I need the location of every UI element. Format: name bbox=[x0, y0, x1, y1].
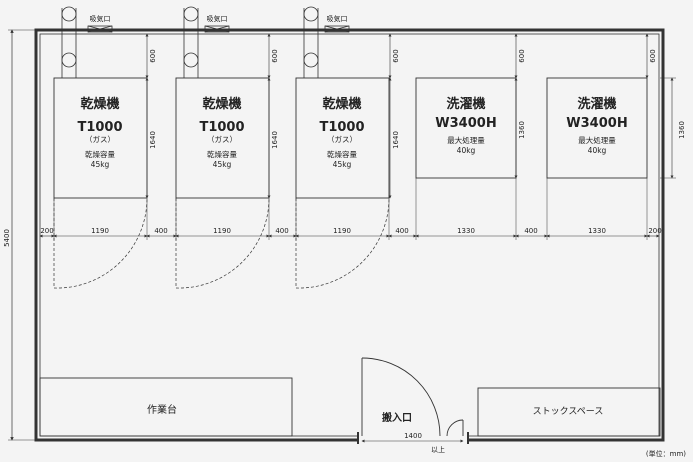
dim-1640-3: 1640 bbox=[392, 131, 400, 149]
dim-400-4: 400 bbox=[524, 227, 537, 235]
dim-1360-1: 1360 bbox=[518, 121, 526, 139]
dryer-3-model: T1000 bbox=[319, 120, 364, 135]
dryer-2-model: T1000 bbox=[199, 120, 244, 135]
workbench bbox=[39, 377, 293, 437]
dim-400-2: 400 bbox=[275, 227, 288, 235]
washer-2-name: 洗濯機 bbox=[577, 96, 616, 112]
dryer-1-model: T1000 bbox=[77, 120, 122, 135]
dim-1640-1: 1640 bbox=[149, 131, 157, 149]
dim-1190-3: 1190 bbox=[333, 227, 351, 235]
dryer-3-cap-label: 乾燥容量 bbox=[327, 149, 357, 159]
dim-1190-1: 1190 bbox=[91, 227, 109, 235]
vent-3 bbox=[303, 6, 350, 78]
dryer-1-cap-label: 乾燥容量 bbox=[85, 149, 115, 159]
vent-2 bbox=[183, 6, 230, 78]
dim-600-1: 600 bbox=[149, 49, 157, 62]
overall-height-dimension: 5400 bbox=[3, 29, 36, 441]
dryer-door-swings bbox=[53, 197, 390, 289]
dryer-2-fuel: （ガス） bbox=[207, 134, 237, 144]
washer-depth-dimensions bbox=[514, 77, 676, 179]
workbench-label: 作業台 bbox=[147, 403, 177, 416]
dim-400-1: 400 bbox=[154, 227, 167, 235]
washer-1-model: W3400H bbox=[435, 116, 496, 131]
entrance-doors bbox=[361, 357, 464, 437]
washer-2-cap-label: 最大処理量 bbox=[578, 135, 616, 145]
overall-height-label: 5400 bbox=[3, 229, 11, 247]
dim-200-left: 200 bbox=[40, 227, 53, 235]
washer-1-name: 洗濯機 bbox=[446, 96, 485, 112]
dryer-3-cap-value: 45kg bbox=[333, 160, 352, 169]
washer-1-cap-label: 最大処理量 bbox=[447, 135, 485, 145]
vent-1 bbox=[61, 6, 113, 78]
dim-1190-2: 1190 bbox=[213, 227, 231, 235]
dim-400-3: 400 bbox=[395, 227, 408, 235]
room-walls bbox=[34, 28, 665, 442]
dim-200-right: 200 bbox=[648, 227, 661, 235]
dryer-2-name: 乾燥機 bbox=[202, 96, 241, 112]
washer-2 bbox=[546, 77, 648, 179]
stock-space bbox=[477, 387, 661, 437]
dim-1330-2: 1330 bbox=[588, 227, 606, 235]
dim-1330-1: 1330 bbox=[457, 227, 475, 235]
vent-label-3: 吸気口 bbox=[327, 14, 348, 23]
vent-label-1: 吸気口 bbox=[90, 14, 111, 23]
gap-600-dimensions bbox=[145, 33, 649, 79]
dim-1360-2: 1360 bbox=[678, 121, 686, 139]
washer-1-cap-value: 40kg bbox=[457, 146, 476, 155]
dim-600-3: 600 bbox=[392, 49, 400, 62]
dryer-1-cap-value: 45kg bbox=[91, 160, 110, 169]
dim-600-4: 600 bbox=[518, 49, 526, 62]
stock-space-label: ストックスペース bbox=[533, 406, 604, 417]
dryer-depth-dimensions bbox=[145, 77, 392, 199]
dim-600-5: 600 bbox=[649, 49, 657, 62]
vent-label-2: 吸気口 bbox=[207, 14, 228, 23]
dryer-3-fuel: （ガス） bbox=[327, 134, 357, 144]
washer-2-model: W3400H bbox=[566, 116, 627, 131]
dim-1640-2: 1640 bbox=[271, 131, 279, 149]
dryer-1-fuel: （ガス） bbox=[85, 134, 115, 144]
unit-note: (単位：mm) bbox=[646, 449, 686, 458]
entrance-label: 搬入口 bbox=[382, 411, 412, 424]
dryer-2-cap-value: 45kg bbox=[213, 160, 232, 169]
door-width-label: 1400 bbox=[404, 432, 422, 440]
dryer-3-name: 乾燥機 bbox=[322, 96, 361, 112]
dryer-2-cap-label: 乾燥容量 bbox=[207, 149, 237, 159]
door-width-note: 以上 bbox=[431, 445, 445, 454]
dryer-1-name: 乾燥機 bbox=[80, 96, 119, 112]
washer-2-cap-value: 40kg bbox=[588, 146, 607, 155]
dim-600-2: 600 bbox=[271, 49, 279, 62]
